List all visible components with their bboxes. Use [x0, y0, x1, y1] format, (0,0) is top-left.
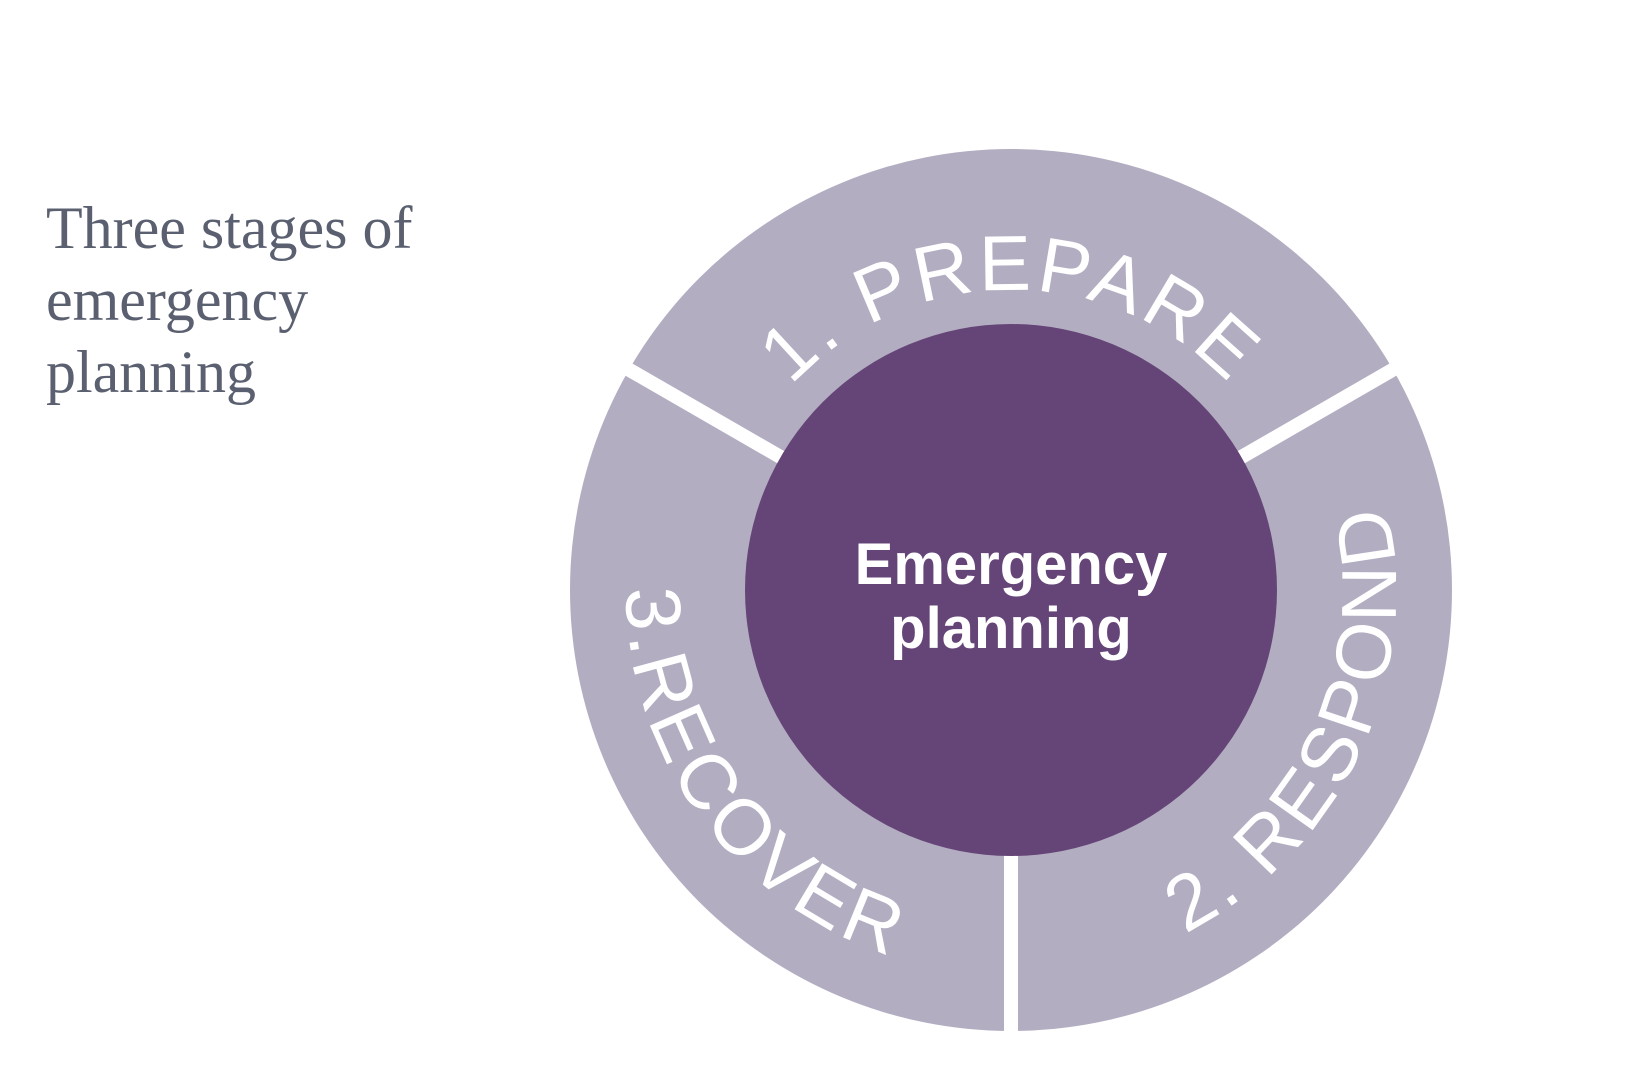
center-label-line-1: Emergency [855, 532, 1168, 597]
center-label-line-2: planning [890, 596, 1132, 661]
title-line-3: planning [46, 339, 256, 405]
title-line-1: Three stages of [46, 195, 413, 261]
center-circle [745, 324, 1277, 856]
page-title: Three stages of emergency planning [46, 192, 413, 408]
title-line-2: emergency [46, 267, 309, 333]
